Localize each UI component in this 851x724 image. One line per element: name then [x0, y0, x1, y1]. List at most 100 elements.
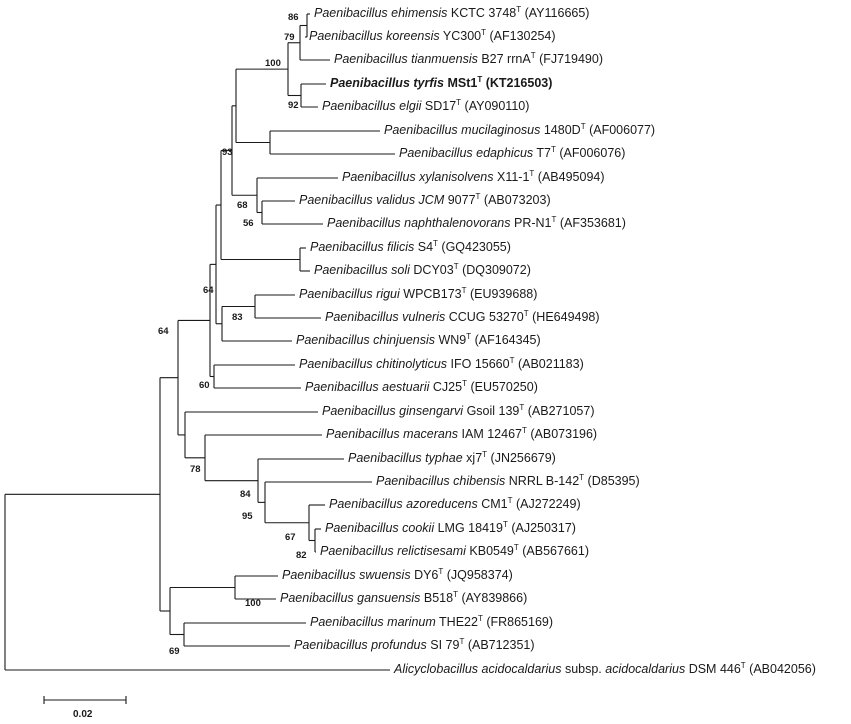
- taxon-species: cookii: [402, 521, 435, 535]
- taxon-subsp-marker: subsp.: [564, 662, 602, 676]
- type-strain-mark: T: [481, 28, 487, 37]
- taxon-strain: DY6: [414, 568, 439, 582]
- taxon-genus: Paenibacillus: [314, 263, 388, 277]
- taxon-label: Paenibacillus elgii SD17T (AY090110): [322, 99, 529, 114]
- taxon-strain: CJ25: [432, 380, 463, 394]
- taxon-species: acidocaldarius: [481, 662, 562, 676]
- taxon-label: Paenibacillus cookii LMG 18419T (AJ25031…: [325, 521, 576, 536]
- type-strain-mark: T: [507, 496, 513, 505]
- taxon-genus: Paenibacillus: [348, 451, 422, 465]
- taxon-species: edaphicus: [476, 146, 534, 160]
- type-strain-mark: T: [516, 5, 522, 14]
- taxon-strain: 1480D: [543, 123, 581, 137]
- taxon-genus: Paenibacillus: [299, 287, 373, 301]
- taxon-accession: (AF164345): [474, 333, 541, 347]
- bootstrap-value: 100: [245, 598, 261, 609]
- taxon-strain: DCY03: [413, 263, 454, 277]
- type-strain-mark: T: [482, 450, 488, 459]
- taxon-species: mucilaginosus: [461, 123, 541, 137]
- type-strain-mark: T: [530, 51, 536, 60]
- taxon-strain: WN9: [438, 333, 467, 347]
- taxon-label: Paenibacillus ginsengarvi Gsoil 139T (AB…: [322, 404, 594, 419]
- taxon-strain: xj7: [466, 451, 483, 465]
- taxon-label: Paenibacillus tianmuensis B27 rrnAT (FJ7…: [334, 52, 603, 67]
- taxon-species: profundus: [371, 638, 427, 652]
- taxon-strain: SD17: [424, 99, 457, 113]
- taxon-accession: (AB073196): [530, 427, 598, 441]
- bootstrap-value: 83: [232, 312, 243, 323]
- taxon-genus: Paenibacillus: [320, 544, 394, 558]
- type-strain-mark: T: [475, 192, 481, 201]
- taxon-species: chitinolyticus: [376, 357, 448, 371]
- taxon-accession: (AJ272249): [516, 497, 581, 511]
- taxon-species: rigui: [376, 287, 400, 301]
- taxon-genus: Paenibacillus: [310, 240, 384, 254]
- taxon-strain: NRRL B-142: [508, 474, 580, 488]
- taxon-strain: LMG 18419: [437, 521, 503, 535]
- taxon-strain: MSt1: [447, 76, 478, 90]
- taxon-strain: CM1: [481, 497, 508, 511]
- taxon-label: Paenibacillus profundus SI 79T (AB712351…: [294, 638, 535, 653]
- type-strain-mark: T: [551, 215, 557, 224]
- taxon-genus: Paenibacillus: [294, 638, 368, 652]
- taxon-strain: YC300: [442, 29, 482, 43]
- type-strain-mark: T: [502, 520, 508, 529]
- taxon-genus: Paenibacillus: [322, 99, 396, 113]
- taxon-genus: Paenibacillus: [282, 568, 356, 582]
- bootstrap-value: 64: [203, 285, 214, 296]
- taxon-subspecies: acidocaldarius: [605, 662, 686, 676]
- taxon-genus: Paenibacillus: [334, 52, 408, 66]
- taxon-label: Paenibacillus naphthalenovorans PR-N1T (…: [327, 216, 626, 231]
- taxon-species: soli: [391, 263, 410, 277]
- type-strain-mark: T: [579, 473, 585, 482]
- type-strain-mark: T: [461, 286, 467, 295]
- taxon-label: Paenibacillus macerans IAM 12467T (AB073…: [326, 427, 597, 442]
- taxon-accession: (FR865169): [486, 615, 554, 629]
- taxon-species: naphthalenovorans: [404, 216, 511, 230]
- taxon-genus: Paenibacillus: [325, 521, 399, 535]
- type-strain-mark: T: [462, 379, 467, 388]
- taxon-label: Paenibacillus tyrfis MSt1T (KT216503): [330, 76, 552, 91]
- taxon-accession: (DQ309072): [462, 263, 531, 277]
- taxon-label: Paenibacillus chitinolyticus IFO 15660T …: [299, 357, 584, 372]
- type-strain-mark: T: [477, 75, 483, 84]
- taxon-label: Paenibacillus chibensis NRRL B-142T (D85…: [376, 474, 640, 489]
- scale-bar-label: 0.02: [73, 709, 93, 720]
- taxon-accession: (AF006076): [559, 146, 626, 160]
- taxon-genus: Paenibacillus: [329, 497, 403, 511]
- type-strain-mark: T: [580, 122, 586, 131]
- type-strain-mark: T: [740, 661, 746, 670]
- taxon-label: Paenibacillus koreensis YC300T (AF130254…: [309, 29, 556, 44]
- taxon-genus: Paenibacillus: [327, 216, 401, 230]
- taxon-strain: DSM 446: [688, 662, 741, 676]
- taxon-species: azoreducens: [406, 497, 478, 511]
- taxon-label: Alicyclobacillus acidocaldarius subsp. a…: [394, 662, 816, 677]
- type-strain-mark: T: [438, 567, 444, 576]
- taxon-accession: (EU570250): [470, 380, 538, 394]
- taxon-accession: (AF130254): [489, 29, 556, 43]
- taxon-accession: (AB021183): [517, 357, 584, 371]
- taxon-label: Paenibacillus ehimensis KCTC 3748T (AY11…: [314, 6, 589, 21]
- bootstrap-value: 79: [284, 32, 295, 43]
- taxon-label: Paenibacillus chinjuensis WN9T (AF164345…: [296, 333, 541, 348]
- bootstrap-value: 93: [222, 147, 233, 158]
- taxon-species: filicis: [387, 240, 415, 254]
- bootstrap-value: 92: [288, 100, 299, 111]
- taxon-genus: Paenibacillus: [309, 29, 383, 43]
- taxon-accession: (HE649498): [532, 310, 600, 324]
- taxon-strain: 9077: [447, 193, 476, 207]
- taxon-species: chinjuensis: [373, 333, 435, 347]
- taxon-accession: (AB567661): [522, 544, 589, 558]
- taxon-label: Paenibacillus typhae xj7T (JN256679): [348, 451, 556, 466]
- taxon-species: validus JCM: [376, 193, 445, 207]
- taxon-genus: Paenibacillus: [342, 170, 416, 184]
- type-strain-mark: T: [477, 614, 483, 623]
- taxon-strain: THE22: [439, 615, 478, 629]
- taxon-species: elgii: [399, 99, 422, 113]
- taxon-accession: (JQ958374): [446, 568, 513, 582]
- taxon-label: Paenibacillus validus JCM 9077T (AB07320…: [299, 193, 551, 208]
- taxon-species: xylanisolvens: [419, 170, 494, 184]
- taxon-genus: Paenibacillus: [305, 380, 379, 394]
- type-strain-mark: T: [433, 239, 438, 248]
- bootstrap-value: 64: [158, 326, 169, 337]
